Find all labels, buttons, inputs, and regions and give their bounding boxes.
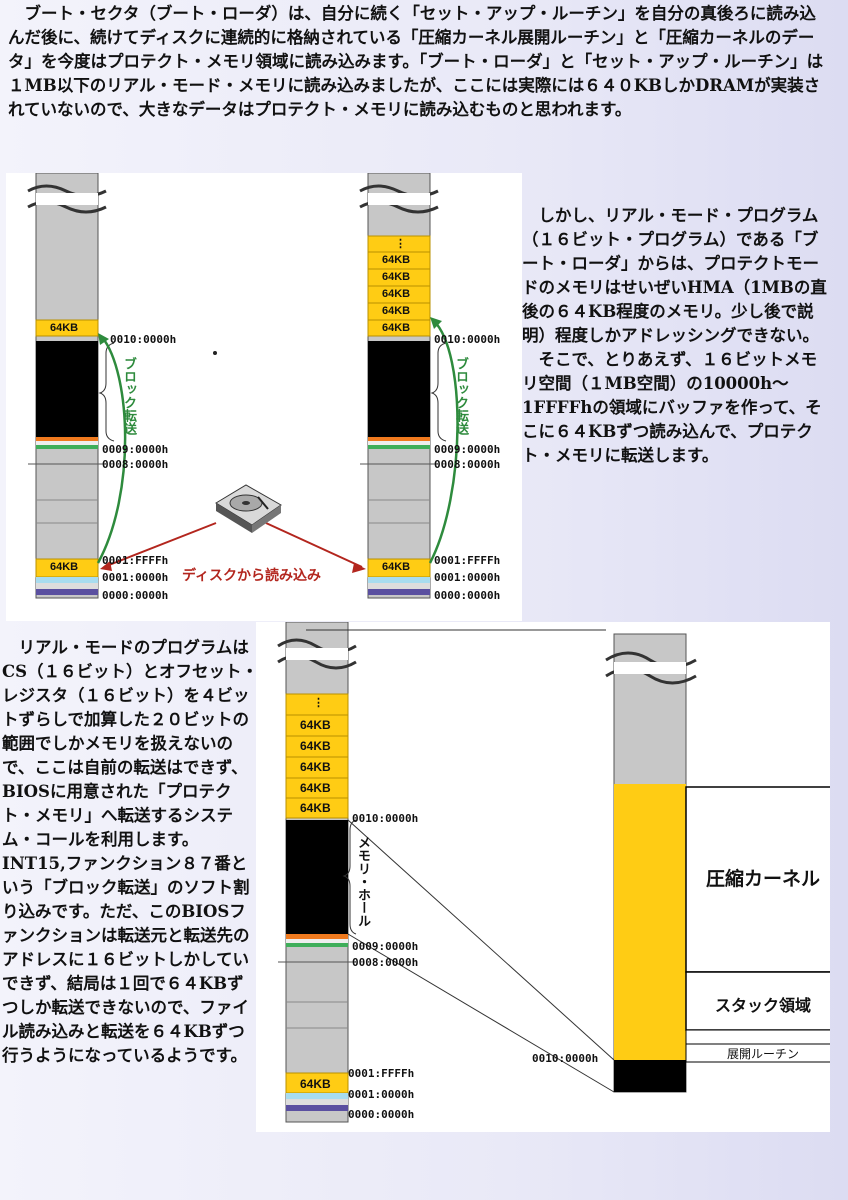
block-transfer-label: ブロック転送: [122, 357, 137, 435]
address-label: 0001:FFFFh: [102, 554, 169, 567]
address-label: 0009:0000h: [352, 940, 419, 953]
hard-disk-icon: [215, 484, 282, 533]
dots-label: ⋮: [313, 696, 324, 709]
address-label: 0000:0000h: [348, 1108, 415, 1121]
address-label: 0008:0000h: [434, 458, 501, 471]
address-label: 0008:0000h: [352, 956, 419, 969]
block-64kb-label: 64KB: [382, 322, 411, 334]
address-label: 0001:FFFFh: [348, 1067, 415, 1080]
block-64kb-label: 64KB: [300, 718, 331, 732]
address-label: 0008:0000h: [102, 458, 169, 471]
address-label: 0009:0000h: [434, 443, 501, 456]
block-64kb-label: 64KB: [50, 322, 79, 334]
block-64kb-label: 64KB: [300, 801, 331, 815]
address-label: 0001:FFFFh: [434, 554, 501, 567]
block-64kb-label: 64KB: [382, 271, 411, 283]
address-label: 0009:0000h: [102, 443, 169, 456]
block-64kb-label: 64KB: [382, 561, 411, 573]
block-64kb-label: 64KB: [382, 288, 411, 300]
block-64kb-label: 64KB: [300, 760, 331, 774]
block-64kb-label: 64KB: [382, 254, 411, 266]
block-64kb-label: 64KB: [300, 739, 331, 753]
hma-paragraph: しかし、リアル・モード・プログラム（１６ビット・プログラム）である「ブート・ロー…: [522, 206, 827, 465]
stack-area-label: スタック領域: [714, 998, 811, 1015]
block-transfer-label: ブロック転送: [454, 357, 469, 435]
address-label: 0010:0000h: [352, 812, 419, 825]
block-64kb-label: 64KB: [382, 305, 411, 317]
block-64kb-label: 64KB: [300, 1077, 331, 1091]
block-64kb-label: 64KB: [50, 561, 79, 573]
memory-hole-label: メモリ・ホール: [356, 836, 371, 927]
disk-read-label: ディスクから読み込み: [182, 567, 322, 583]
top-diagram: 64KB 64KB ⋮ 64KB 64KB 64KB 64KB 64KB 64K…: [6, 173, 522, 621]
bottom-diagram: ⋮ 64KB 64KB 64KB 64KB 64KB 64KB 0010:000…: [256, 622, 830, 1132]
address-label: 0001:0000h: [102, 571, 169, 584]
address-label: 0000:0000h: [434, 589, 501, 602]
dots-label: ⋮: [395, 237, 406, 250]
address-label: 0010:0000h: [434, 333, 501, 346]
address-label: 0010:0000h: [532, 1052, 599, 1065]
address-label: 0010:0000h: [110, 333, 177, 346]
expand-routine-label: 展開ルーチン: [726, 1047, 799, 1061]
address-label: 0001:0000h: [434, 571, 501, 584]
address-label: 0001:0000h: [348, 1088, 415, 1101]
address-label: 0000:0000h: [102, 589, 169, 602]
block-64kb-label: 64KB: [300, 781, 331, 795]
bios-paragraph: リアル・モードのプログラムはCS（１６ビット）とオフセット・レジスタ（１６ビット…: [2, 638, 259, 1065]
intro-paragraph: ブート・セクタ（ブート・ローダ）は、自分に続く「セット・アップ・ルーチン」を自分…: [8, 4, 824, 119]
compressed-kernel-label: 圧縮カーネル: [705, 869, 820, 890]
